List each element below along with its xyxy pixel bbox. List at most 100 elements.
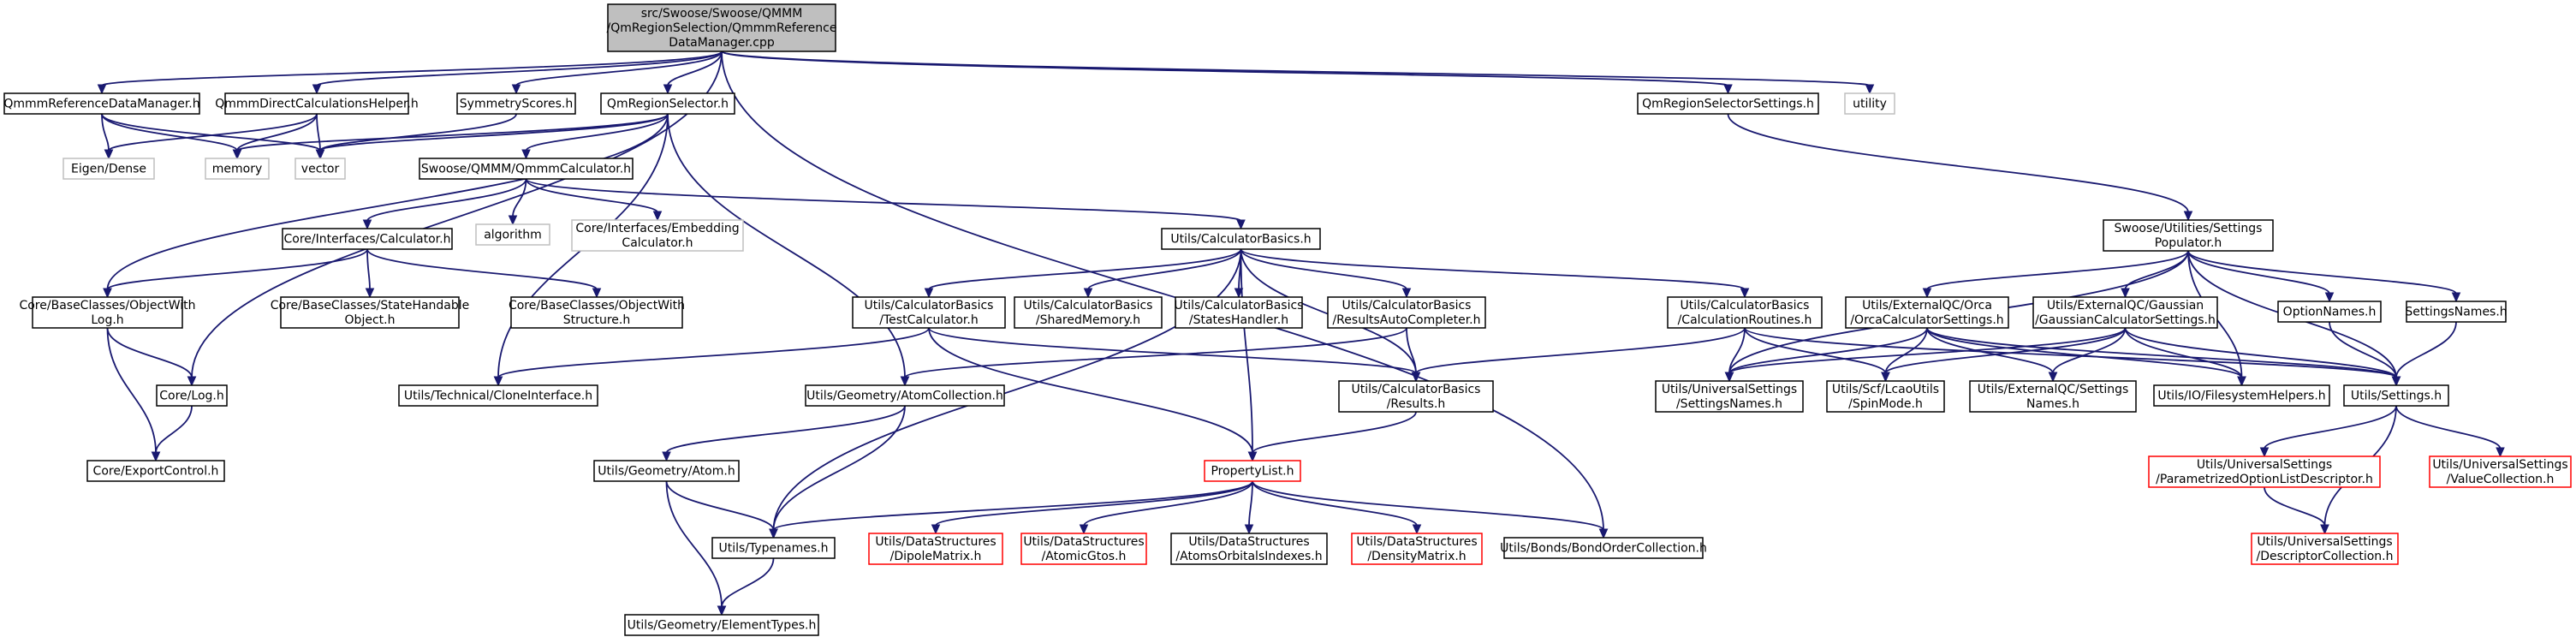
file-node-usettnames[interactable]: Utils/UniversalSettings/SettingsNames.h [1655,380,1804,413]
file-node-root[interactable]: src/Swoose/Swoose/QMMM/QmRegionSelection… [607,3,837,52]
file-node-qrss[interactable]: QmRegionSelectorSettings.h [1637,92,1819,115]
file-node-aoidx[interactable]: Utils/DataStructures/AtomsOrbitalsIndexe… [1170,533,1328,565]
file-node-icalc[interactable]: Core/Interfaces/Calculator.h [282,228,453,250]
file-node-settnames[interactable]: SettingsNames.h [2405,301,2508,323]
dependency-edge-testcalc-to-clone [493,327,930,387]
file-node-clone[interactable]: Utils/Technical/CloneInterface.h [398,384,598,407]
edge-line [1248,480,1253,527]
file-node-label: /GaussianCalculatorSettings.h [2035,313,2216,327]
dependency-edge-settpop-to-orcasett [1922,250,2189,299]
edge-line [772,480,1253,531]
file-node-qrs[interactable]: QmRegionSelector.h [600,92,735,115]
edge-line [1744,327,2397,378]
file-node-vector[interactable]: vector [294,158,346,180]
file-node-elemtypes[interactable]: Utils/Geometry/ElementTypes.h [624,614,819,636]
file-node-results[interactable]: Utils/CalculatorBasics/Results.h [1338,380,1494,413]
edge-line [667,113,906,378]
dependency-edge-qmmmcalc-to-algorithm [508,178,527,226]
file-node-sharedmem[interactable]: Utils/CalculatorBasics/SharedMemory.h [1014,296,1163,329]
dependency-edge-qrs-to-qmmmcalc [521,113,669,160]
file-node-spinmode[interactable]: Utils/Scf/LcaoUtils/SpinMode.h [1826,380,1945,413]
file-node-label: Core/Interfaces/Calculator.h [284,233,451,247]
edge-line [1884,327,1928,374]
edge-line [2124,327,2397,378]
file-node-label: QmRegionSelector.h [607,98,729,111]
file-node-label: Core/Interfaces/Embedding [575,222,739,235]
file-node-dipole[interactable]: Utils/DataStructures/DipoleMatrix.h [868,533,1003,565]
dependency-edge-settnames-to-settings [2391,321,2457,387]
file-node-qrdm[interactable]: QmmmReferenceDataManager.h [3,92,200,115]
edge-line [928,248,1242,290]
file-node-gausssett[interactable]: Utils/ExternalQC/Gaussian/GaussianCalcul… [2032,296,2218,329]
edge-line [316,51,723,86]
file-node-label: /ResultsAutoCompleter.h [1332,313,1480,327]
edge-arrowhead [151,451,161,462]
dependency-edge-orcasett-to-settings [1926,327,2401,387]
edge-line [665,480,775,531]
edge-arrowhead [2451,292,2461,303]
file-node-box [1503,537,1704,559]
file-node-box [852,296,1006,329]
file-node-testcalc[interactable]: Utils/CalculatorBasics/TestCalculator.h [852,296,1006,329]
file-node-proplist[interactable]: PropertyList.h [1204,460,1301,482]
file-node-stateshandler[interactable]: Utils/CalculatorBasics/StatesHandler.h [1175,296,1304,329]
file-node-label: /AtomicGtos.h [1042,550,1127,563]
file-node-exportctrl[interactable]: Core/ExportControl.h [86,460,225,482]
file-node-calcroutines[interactable]: Utils/CalculatorBasics/CalculationRoutin… [1667,296,1823,329]
file-node-box [1161,228,1321,250]
file-node-box [1175,296,1303,329]
file-node-orcasett[interactable]: Utils/ExternalQC/Orca/OrcaCalculatorSett… [1845,296,2009,329]
file-node-utility[interactable]: utility [1844,92,1895,115]
edge-line [101,113,238,152]
dependency-edge-paramopt-to-desccoll [2264,486,2329,535]
file-node-fshelpers[interactable]: Utils/IO/FilesystemHelpers.h [2153,384,2330,407]
file-node-label: Utils/Bonds/BondOrderCollection.h [1500,542,1707,556]
edge-line [512,178,527,217]
file-node-symm[interactable]: SymmetryScores.h [456,92,576,115]
file-node-label: /SharedMemory.h [1036,313,1140,327]
file-node-algorithm[interactable]: algorithm [475,223,550,246]
file-node-atomcoll[interactable]: Utils/Geometry/AtomCollection.h [805,384,1005,407]
file-node-eigen[interactable]: Eigen/Dense [62,158,155,180]
file-node-typenames[interactable]: Utils/Typenames.h [711,537,836,559]
file-node-label: Utils/CalculatorBasics [865,299,994,313]
file-node-qmmmcalc[interactable]: Swoose/QMMM/QmmmCalculator.h [419,158,634,180]
file-node-valcoll[interactable]: Utils/UniversalSettings/ValueCollection.… [2429,455,2572,488]
file-node-extsettnames[interactable]: Utils/ExternalQC/SettingsNames.h [1969,380,2137,413]
edge-line [1926,327,2243,378]
file-node-paramopt[interactable]: Utils/UniversalSettings/ParametrizedOpti… [2148,455,2381,488]
file-node-memory[interactable]: memory [205,158,270,180]
file-node-log[interactable]: Core/Log.h [156,384,228,407]
file-node-label: Structure.h [563,313,630,327]
file-node-density[interactable]: Utils/DataStructures/DensityMatrix.h [1351,533,1483,565]
file-node-optnames[interactable]: OptionNames.h [2277,301,2382,323]
edge-line [1884,327,2127,374]
edge-arrowhead [592,288,602,299]
file-node-calcbasics[interactable]: Utils/CalculatorBasics.h [1161,228,1321,250]
file-node-atom[interactable]: Utils/Geometry/Atom.h [593,460,740,482]
file-node-atomicgtos[interactable]: Utils/DataStructures/AtomicGtos.h [1020,533,1147,565]
file-node-qdch[interactable]: QmmmDirectCalculationsHelper.h [215,92,419,115]
edge-line [2264,486,2326,527]
dependency-edge-settings-to-valcoll [2395,405,2505,458]
file-node-label: Utils/ExternalQC/Gaussian [2047,299,2204,313]
file-node-label: Object.h [345,313,396,327]
file-node-desccoll[interactable]: Utils/UniversalSettings/DescriptorCollec… [2251,533,2399,565]
file-node-resauto[interactable]: Utils/CalculatorBasics/ResultsAutoComple… [1327,296,1486,329]
edge-line [1252,480,1418,527]
edge-line [1083,480,1253,527]
file-node-settings[interactable]: Utils/Settings.h [2343,384,2449,407]
edge-line [319,113,669,152]
edge-arrowhead [717,605,727,616]
file-node-label: memory [212,163,263,176]
dependency-nodes: src/Swoose/Swoose/QMMM/QmRegionSelection… [3,3,2572,636]
edge-arrowhead [2121,288,2130,299]
file-node-label: /QmRegionSelection/QmmmReference [607,21,837,35]
file-node-bondorder[interactable]: Utils/Bonds/BondOrderCollection.h [1500,537,1707,559]
